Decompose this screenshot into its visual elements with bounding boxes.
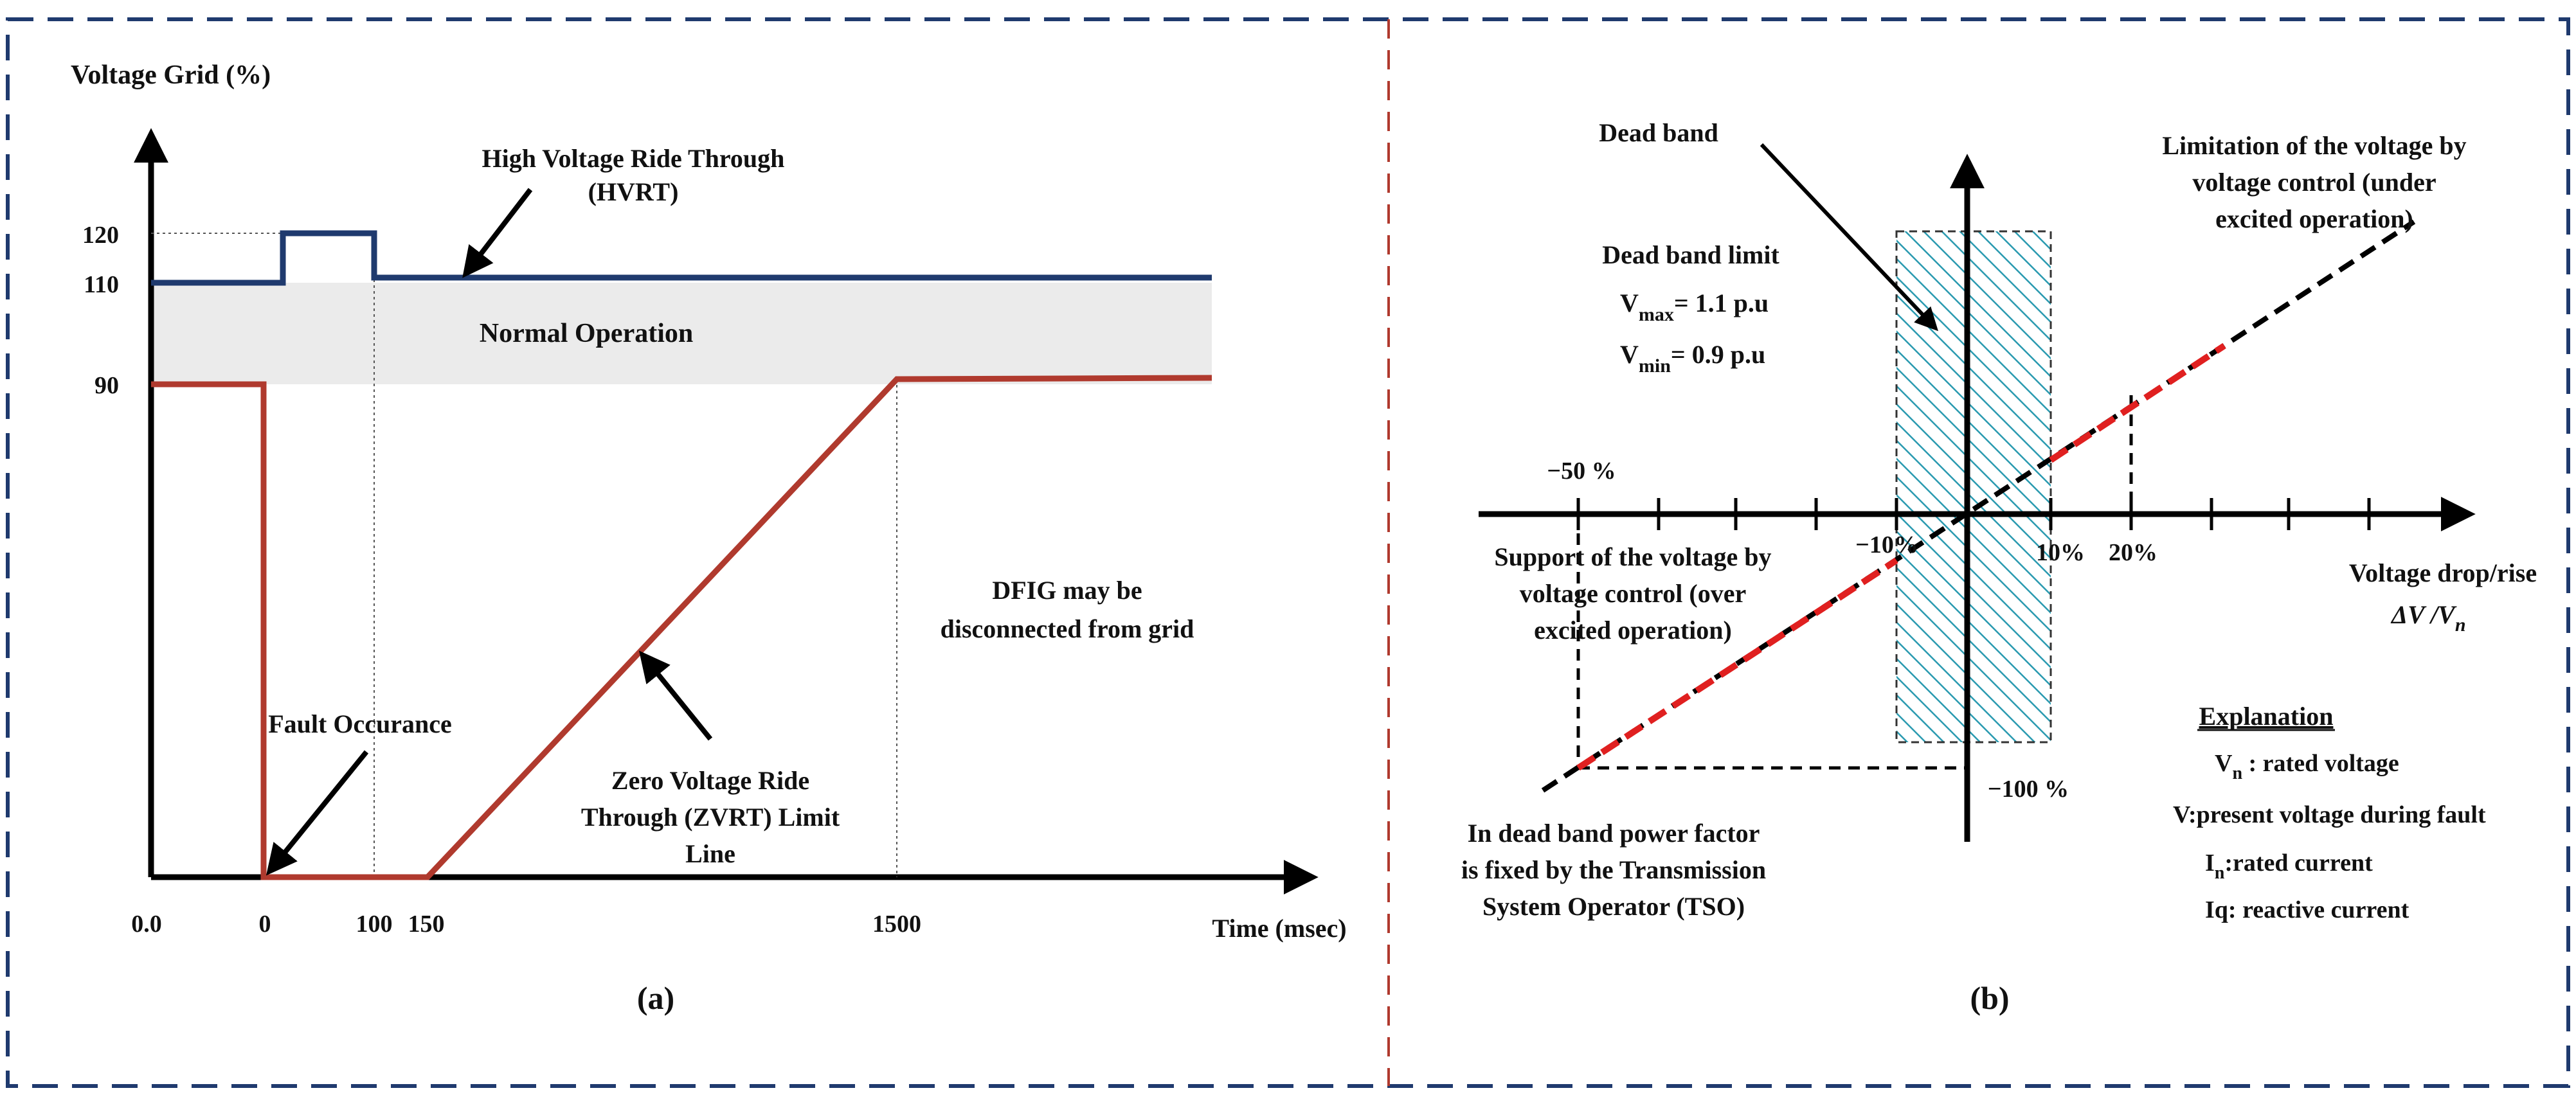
dead-band-region	[1895, 230, 2052, 743]
expl-vn: Vn : rated voltage	[2215, 750, 2399, 783]
tick-minus10: −10%	[1855, 531, 1918, 558]
dfig-label-2: disconnected from grid	[941, 614, 1194, 643]
panel-b: Dead band Dead band limit Vmax= 1.1 p.u …	[1461, 118, 2537, 1016]
x-tick-0.0: 0.0	[131, 911, 162, 938]
tick-minus50: −50 %	[1547, 458, 1616, 485]
y-axis-label-a: Voltage Grid (%)	[71, 60, 271, 90]
tick-10: 10%	[2036, 539, 2085, 566]
tick-minus100: −100 %	[1988, 776, 2069, 803]
x-tick-100: 100	[356, 911, 393, 938]
dead-band-label: Dead band	[1599, 118, 1718, 147]
vmin-label: Vmin= 0.9 p.u	[1620, 340, 1765, 377]
caption-b: (b)	[1970, 980, 2009, 1016]
explanation-title: Explanation	[2199, 702, 2334, 731]
red-segment-upper	[2049, 343, 2226, 463]
expl-in: In:rated current	[2205, 850, 2373, 883]
deadband-note-1: In dead band power factor	[1468, 819, 1760, 848]
limitation-label-2: voltage control (under	[2192, 168, 2436, 197]
fault-label: Fault Occurance	[268, 709, 452, 738]
hvrt-line	[151, 230, 1212, 286]
normal-operation-band	[151, 283, 1212, 384]
expl-v: V:present voltage during fault	[2173, 801, 2486, 828]
caption-a: (a)	[637, 980, 674, 1016]
zvrt-arrow	[638, 650, 713, 741]
y-tick-90: 90	[95, 372, 119, 399]
hvrt-label-1: High Voltage Ride Through	[482, 144, 785, 173]
x-axis-label-a: Time (msec)	[1212, 914, 1346, 943]
red-segment-lower	[1576, 557, 1898, 771]
y-tick-110: 110	[84, 271, 119, 298]
x-axis-label-b: Voltage drop/rise	[2349, 558, 2537, 587]
expl-iq: Iq: reactive current	[2205, 896, 2409, 923]
limitation-label-1: Limitation of the voltage by	[2162, 131, 2466, 160]
support-label-1: Support of the voltage by	[1494, 542, 1771, 571]
deadband-note-2: is fixed by the Transmission	[1461, 855, 1766, 884]
dead-band-limit-label: Dead band limit	[1602, 240, 1779, 269]
characteristic-line	[1541, 219, 2416, 793]
x-tick-0: 0	[259, 911, 271, 938]
dfig-label-1: DFIG may be	[992, 576, 1142, 605]
zvrt-label-3: Line	[685, 839, 735, 868]
x-tick-150: 150	[408, 911, 445, 938]
outer-border	[6, 17, 2570, 1088]
vmax-label: Vmax= 1.1 p.u	[1620, 289, 1769, 325]
support-label-2: voltage control (over	[1520, 579, 1746, 608]
x-axis-formula-b: ΔV /Vn	[2390, 600, 2466, 636]
fault-arrow	[266, 750, 369, 876]
dead-band-arrow	[1760, 143, 1938, 332]
support-label-3: excited operation)	[1534, 616, 1732, 645]
zvrt-label-2: Through (ZVRT) Limit	[581, 803, 840, 832]
tick-20: 20%	[2109, 539, 2157, 566]
hvrt-label-2: (HVRT)	[588, 177, 679, 206]
zvrt-line	[151, 375, 1212, 880]
deadband-note-3: System Operator (TSO)	[1482, 892, 1745, 921]
x-tick-1500: 1500	[872, 911, 921, 938]
zvrt-label-1: Zero Voltage Ride	[611, 766, 809, 795]
limitation-label-3: excited operation)	[2215, 204, 2413, 233]
hvrt-arrow	[462, 188, 533, 278]
y-tick-120: 120	[82, 222, 119, 249]
panel-a: Voltage Grid (%) 120 110 90 0.0 0 100 15…	[71, 60, 1347, 1016]
normal-operation-label: Normal Operation	[480, 319, 693, 348]
